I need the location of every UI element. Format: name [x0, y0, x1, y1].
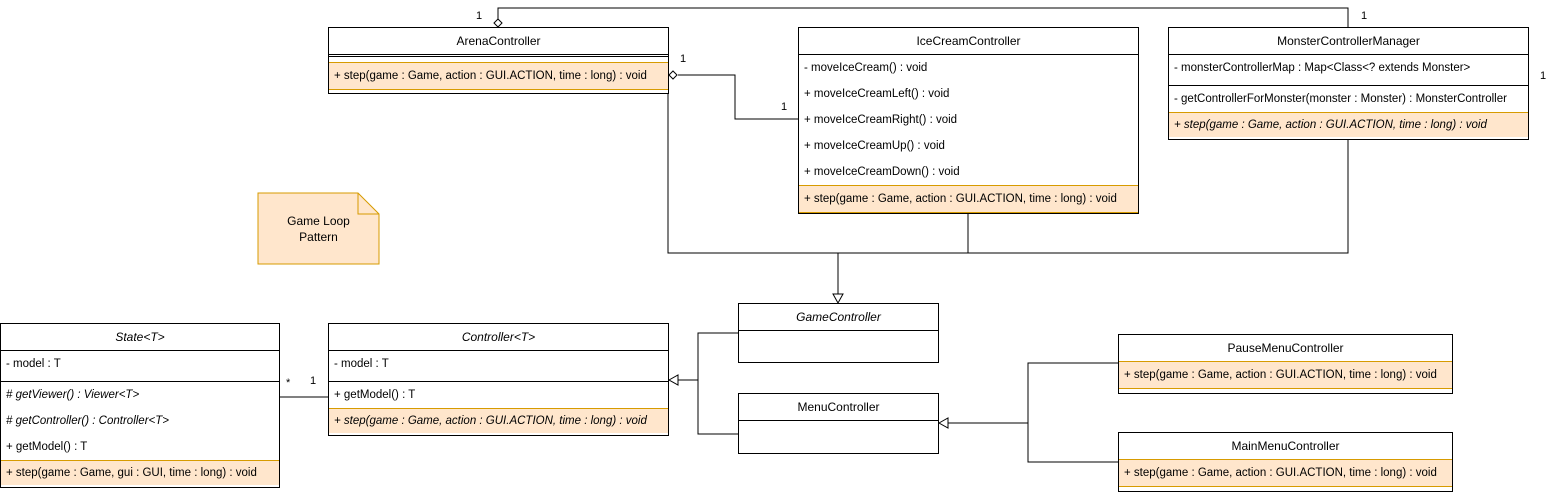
game-loop-note: Game Loop Pattern	[258, 213, 379, 245]
class-icecream-controller[interactable]: IceCreamController - moveIceCream() : vo…	[798, 27, 1139, 214]
multiplicity-arena-icecream: 1	[680, 53, 687, 65]
method-get-model: + getModel() : T	[334, 389, 416, 401]
class-arena-controller[interactable]: ArenaController + step(game : Game, acti…	[328, 27, 669, 94]
attr-model: - model : T	[334, 358, 389, 370]
class-state[interactable]: State<T> - model : T # getViewer() : Vie…	[0, 323, 280, 488]
class-name: Controller<T>	[461, 330, 536, 344]
generalization-arrow-controller	[667, 374, 679, 386]
class-name: MainMenuController	[1231, 439, 1340, 453]
method-move-icecream: - moveIceCream() : void	[804, 62, 928, 74]
generalization-icecream	[838, 214, 969, 254]
attr-monster-controller-map: - monsterControllerMap : Map<Class<? ext…	[1174, 62, 1471, 74]
generalization-menucontroller-controller	[697, 380, 738, 435]
class-name: GameController	[796, 310, 881, 324]
method-move-left: + moveIceCreamLeft() : void	[804, 88, 950, 100]
empty-attributes	[329, 54, 668, 57]
class-main-menu-controller[interactable]: MainMenuController + step(game : Game, a…	[1118, 432, 1453, 492]
method-get-model: + getModel() : T	[6, 441, 88, 453]
class-name: PauseMenuController	[1227, 341, 1344, 355]
method-step: + step(game : Game, action : GUI.ACTION,…	[329, 408, 668, 433]
generalization-arena	[667, 94, 838, 254]
multiplicity-monster-right: 1	[1540, 70, 1547, 82]
method-step: + step(game : Game, action : GUI.ACTION,…	[1119, 361, 1452, 389]
aggregation-diamond-right	[668, 70, 678, 80]
generalization-arrow-gamecontroller	[832, 293, 844, 305]
class-name: MonsterControllerManager	[1277, 34, 1420, 48]
note-shape	[257, 192, 380, 265]
class-controller[interactable]: Controller<T> - model : T + getModel() :…	[328, 323, 669, 436]
method-step: + step(game : Game, action : GUI.ACTION,…	[1169, 112, 1528, 137]
method-get-viewer: # getViewer() : Viewer<T>	[6, 389, 140, 401]
generalization-monster	[968, 140, 1349, 254]
multiplicity-controller-one: 1	[310, 375, 317, 387]
note-line-1: Game Loop	[287, 214, 350, 228]
generalization-gamecontroller-controller	[678, 332, 738, 381]
method-step: + step(game : Game, action : GUI.ACTION,…	[1119, 459, 1452, 487]
class-name: MenuController	[797, 400, 880, 414]
class-pause-menu-controller[interactable]: PauseMenuController + step(game : Game, …	[1118, 334, 1453, 394]
generalization-arrow-menucontroller	[937, 417, 949, 429]
class-game-controller[interactable]: GameController	[738, 303, 939, 363]
method-step: + step(game : Game, action : GUI.ACTION,…	[329, 62, 668, 90]
note-line-2: Pattern	[299, 230, 338, 244]
method-step: + step(game : Game, action : GUI.ACTION,…	[799, 185, 1138, 213]
attr-model: - model : T	[6, 358, 61, 370]
multiplicity-arena-top: 1	[476, 10, 483, 22]
aggregation-arena-icecream	[678, 74, 798, 120]
class-name: ArenaController	[456, 34, 541, 48]
class-monster-controller-manager[interactable]: MonsterControllerManager - monsterContro…	[1168, 27, 1529, 140]
method-get-controller: # getController() : Controller<T>	[6, 415, 169, 427]
method-move-down: + moveIceCreamDown() : void	[804, 166, 960, 178]
multiplicity-state-many: *	[286, 377, 291, 389]
class-name: State<T>	[115, 330, 165, 344]
aggregation-arena-monster	[497, 7, 1349, 27]
multiplicity-monster-top: 1	[1361, 10, 1368, 22]
generalization-pausemenu-menucontroller	[948, 362, 1118, 424]
generalization-mainmenu-menucontroller	[1027, 423, 1118, 463]
method-step: + step(game : Game, gui : GUI, time : lo…	[1, 460, 279, 485]
aggregation-diamond-top	[493, 18, 503, 28]
method-get-controller-for-monster: - getControllerForMonster(monster : Mons…	[1174, 93, 1507, 105]
class-name: IceCreamController	[916, 34, 1021, 48]
class-menu-controller[interactable]: MenuController	[738, 393, 939, 454]
method-move-up: + moveIceCreamUp() : void	[804, 140, 945, 152]
method-move-right: + moveIceCreamRight() : void	[804, 114, 958, 126]
multiplicity-icecream-left: 1	[781, 101, 788, 113]
